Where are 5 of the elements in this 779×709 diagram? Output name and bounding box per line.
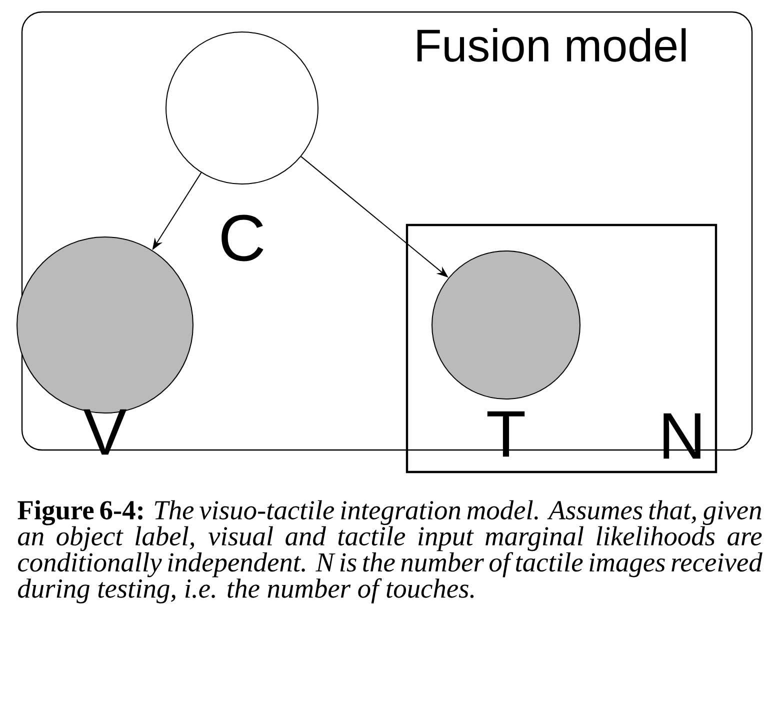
node-label: V: [83, 409, 127, 455]
circle-node: T: [432, 250, 580, 457]
node-label: C: [222, 214, 264, 262]
node-label: T: [487, 411, 525, 457]
caption: Figure 6-4: The visuo-tactile integration model. Assumes that, given an object label, visual and tactile input marginal likelihoods are conditionally independent. N is the number of tactile images received during testing, i.e. the number of touches.: [18, 500, 762, 604]
